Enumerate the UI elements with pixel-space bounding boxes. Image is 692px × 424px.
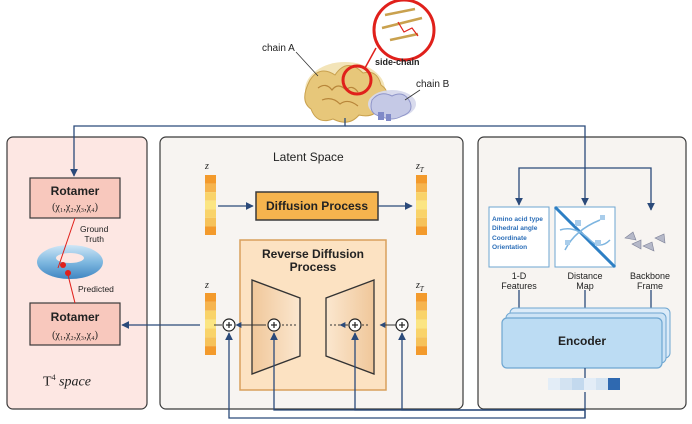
latent-cell	[205, 301, 216, 311]
latent-cell	[416, 337, 427, 347]
latent-cell	[205, 226, 216, 235]
latent-cell	[205, 200, 216, 210]
embedding-cell	[560, 378, 572, 390]
zT-top-label: zT	[416, 161, 424, 174]
protein-structure-image	[304, 0, 436, 123]
condition-lines	[225, 332, 586, 419]
embedding-cell	[608, 378, 620, 390]
latent-cell	[205, 346, 216, 355]
latent-space-title: Latent Space	[273, 150, 344, 164]
latent-cell	[416, 310, 427, 320]
latent-cell	[205, 310, 216, 320]
distance-map-label: Distance Map	[567, 271, 603, 292]
encoder-output-embedding	[548, 378, 620, 390]
chain-a-label: chain A	[262, 43, 295, 54]
reverse-diffusion-label: Reverse Diffusion Process	[261, 247, 365, 274]
latent-cell	[205, 328, 216, 338]
latent-bar-top-left	[205, 175, 216, 235]
encoder-label: Encoder	[557, 334, 606, 348]
zT-bottom-label: zT	[416, 280, 424, 293]
latent-cell	[416, 293, 427, 302]
backbone-frame-icon	[624, 231, 666, 252]
rotamer-bottom-chis: (χ₁,χ₂,χ₃,χ₄)	[52, 330, 98, 341]
latent-bar-bottom-right	[416, 293, 427, 355]
latent-cell	[416, 175, 427, 184]
features-label: 1-D Features	[501, 271, 537, 292]
diffusion-process-label: Diffusion Process	[265, 199, 369, 213]
latent-cell	[416, 192, 427, 201]
latent-cell	[416, 226, 427, 235]
latent-cell	[205, 183, 216, 193]
distance-map	[553, 205, 617, 269]
latent-cell	[205, 209, 216, 218]
embedding-cell	[548, 378, 560, 390]
latent-cell	[205, 319, 216, 329]
features-box	[488, 206, 550, 268]
rotamer-bottom-title: Rotamer	[50, 310, 100, 324]
backbone-frame-label: Backbone Frame	[629, 271, 671, 292]
latent-cell	[416, 328, 427, 338]
side-chain-label: side-chain	[375, 57, 420, 67]
ground-truth-label: Ground Truth	[80, 224, 109, 245]
latent-cell	[205, 175, 216, 184]
predicted-label: Predicted	[78, 284, 114, 294]
latent-bar-bottom-left	[205, 293, 216, 355]
latent-bar-top-right	[416, 175, 427, 235]
embedding-cell	[596, 378, 608, 390]
latent-cell	[416, 209, 427, 218]
input-connector	[70, 118, 346, 177]
latent-cell	[416, 319, 427, 329]
latent-cell	[416, 346, 427, 355]
diffusion-process-box	[255, 191, 379, 221]
features-text: Amino acid type Dihedral angle Coordinat…	[492, 216, 543, 252]
embedding-cell	[584, 378, 596, 390]
rotamer-top-box	[29, 177, 121, 219]
latent-cell	[416, 183, 427, 193]
latent-cell	[205, 217, 216, 227]
latent-cell	[205, 337, 216, 347]
torus-icon	[37, 245, 103, 279]
embedding-cell	[572, 378, 584, 390]
latent-cell	[416, 200, 427, 210]
encoder-block	[501, 307, 671, 369]
rotamer-top-chis: (χ₁,χ₂,χ₃,χ₄)	[52, 202, 98, 213]
z-top-label: z	[205, 161, 209, 172]
latent-cell	[416, 217, 427, 227]
latent-cell	[205, 293, 216, 302]
t4-space-label: T4 space	[43, 373, 91, 390]
latent-cell	[205, 192, 216, 201]
latent-cell	[416, 301, 427, 311]
chain-b-label: chain B	[416, 79, 450, 90]
z-bottom-label: z	[205, 280, 209, 291]
rotamer-top-title: Rotamer	[50, 184, 100, 198]
